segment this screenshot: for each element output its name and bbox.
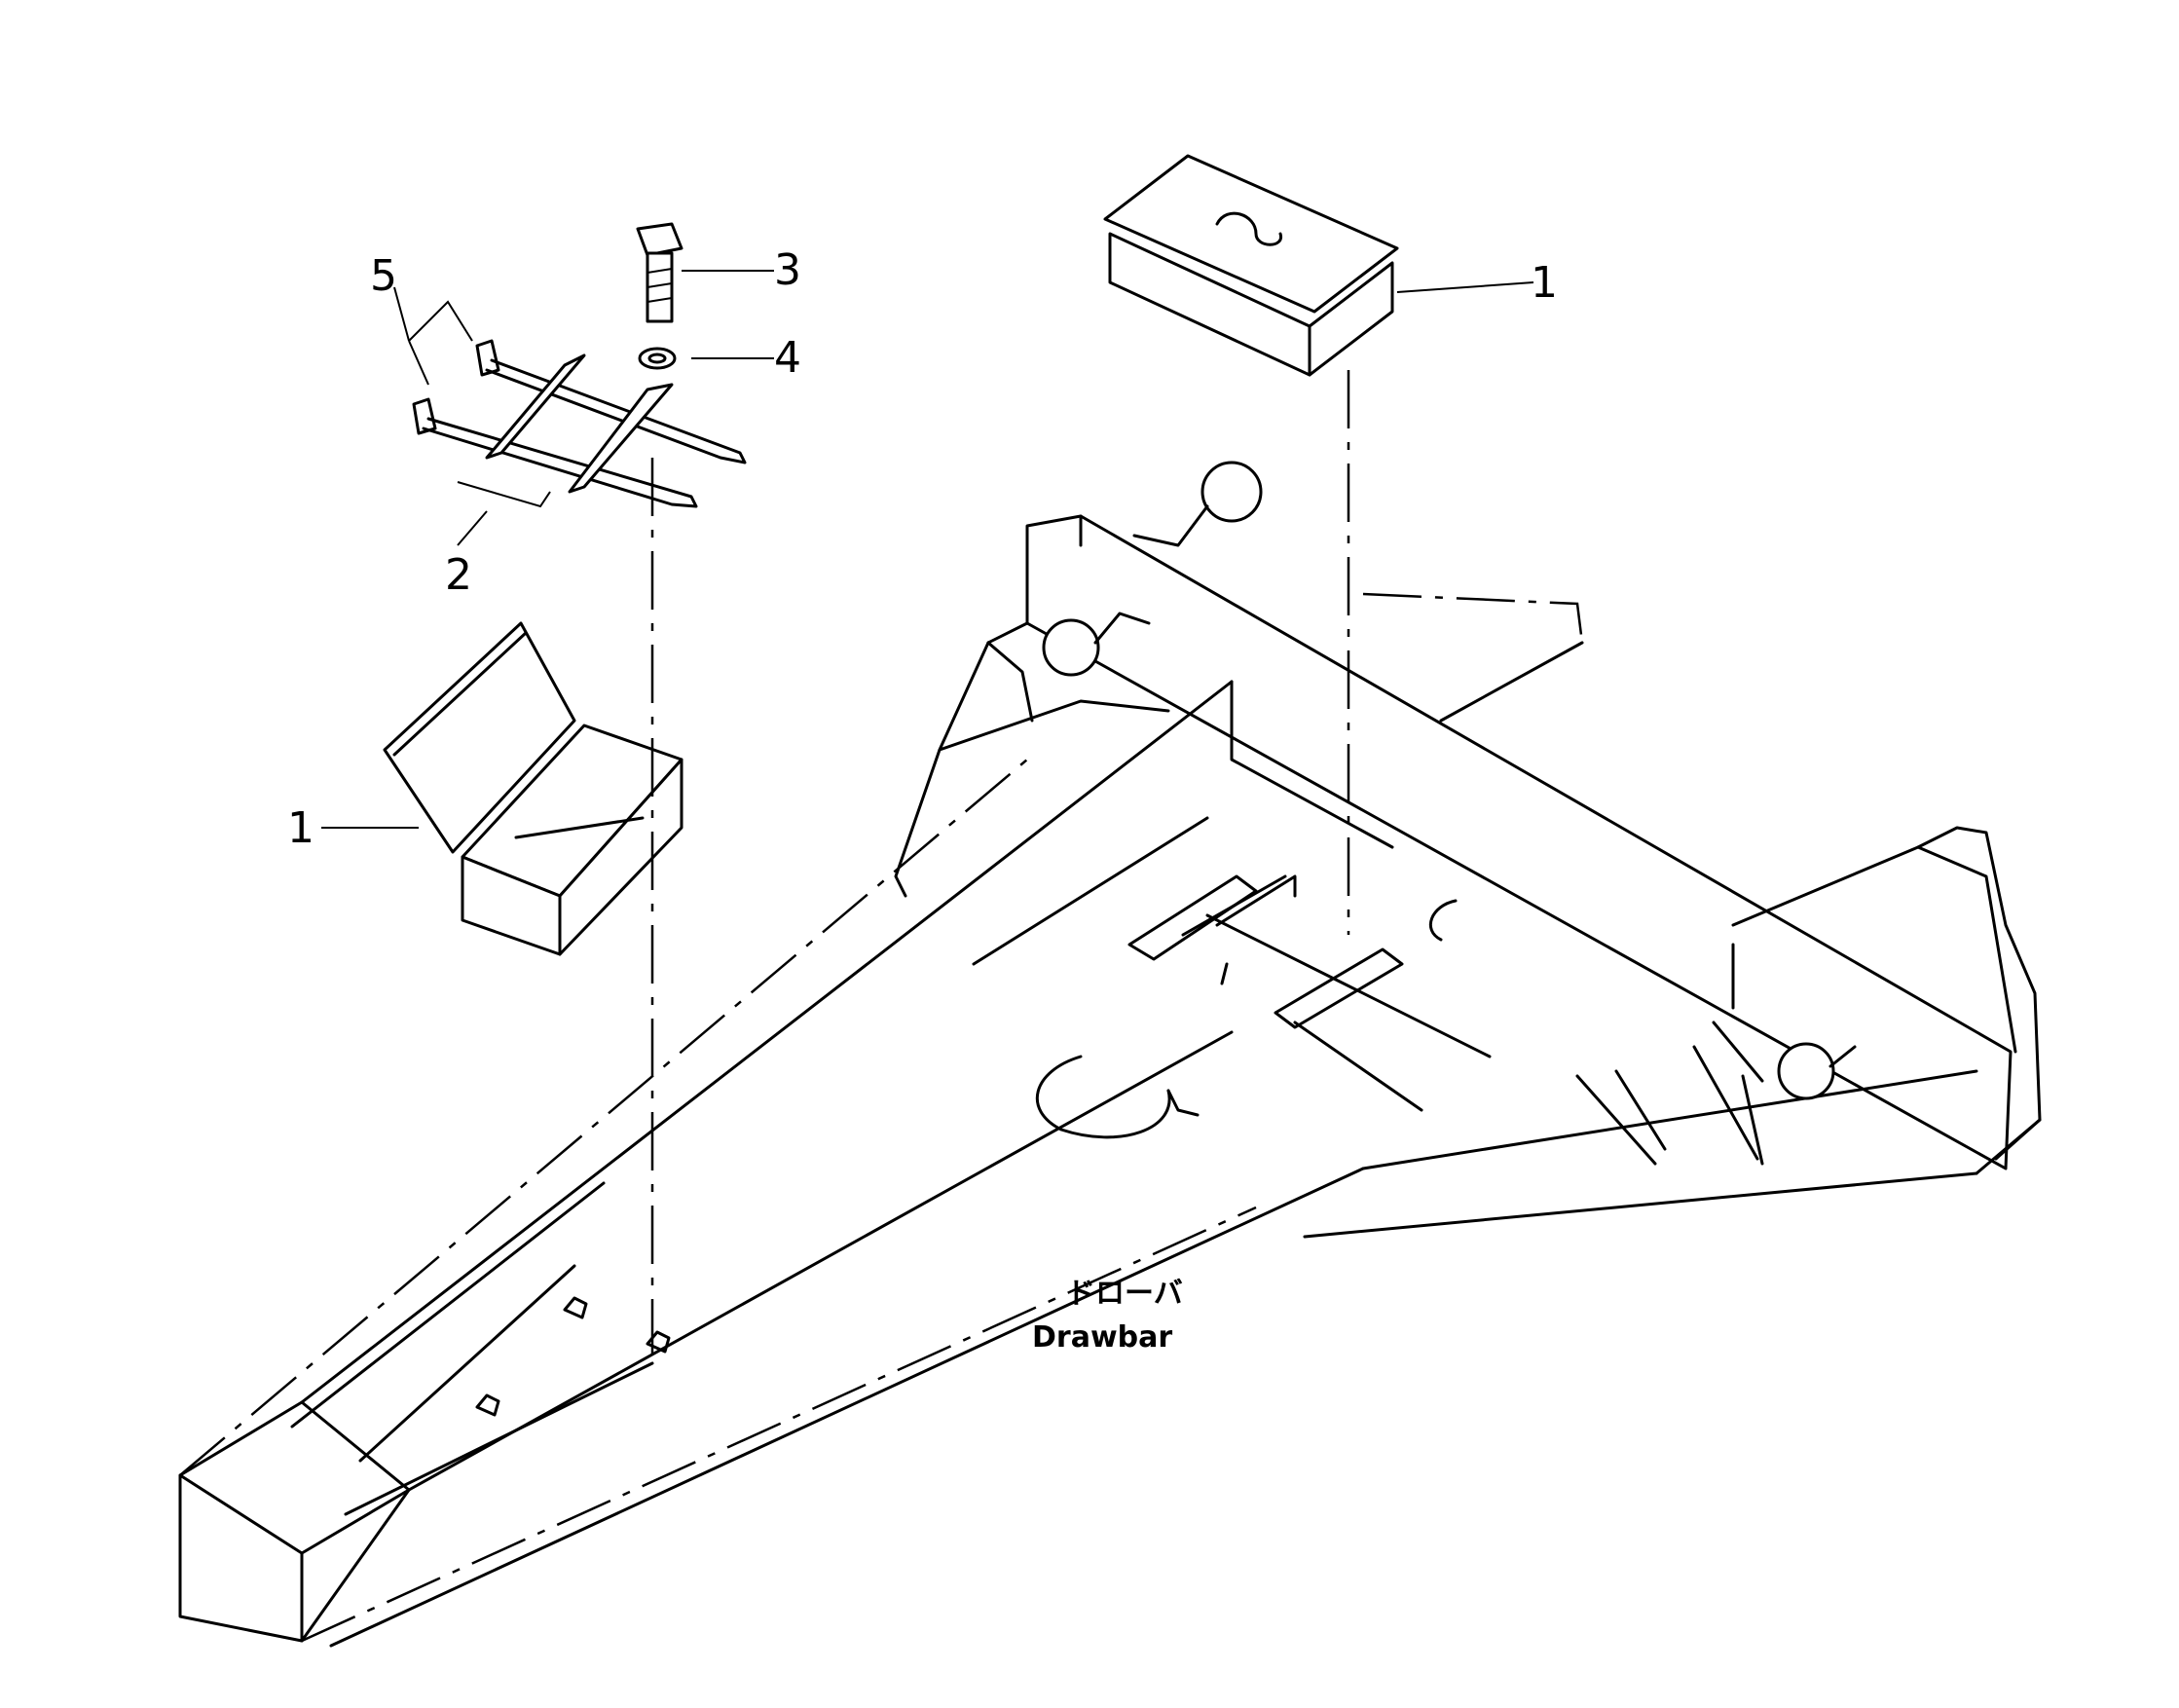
callout-3-bolt: 3 (774, 245, 801, 295)
toolbox-closed (1103, 154, 1534, 935)
bolt (636, 222, 774, 323)
callout-leader-5 (393, 286, 410, 342)
callout-2-bracket: 2 (445, 550, 472, 600)
strap-assembly (393, 286, 747, 546)
callout-leader-1-closed (1396, 281, 1534, 293)
washer (638, 347, 774, 370)
callout-1-open-toolbox: 1 (287, 803, 314, 853)
callout-leader-2 (457, 510, 488, 546)
callout-1-closed-toolbox: 1 (1531, 258, 1558, 308)
drawbar-label-japanese: ドローバ (1066, 1277, 1183, 1311)
toolbox-open (321, 458, 683, 1354)
callout-5-strap: 5 (370, 251, 397, 301)
drawbar-frame (178, 461, 2042, 1648)
drawbar-label-english: Drawbar (1032, 1320, 1172, 1355)
callout-4-washer: 4 (774, 333, 801, 383)
